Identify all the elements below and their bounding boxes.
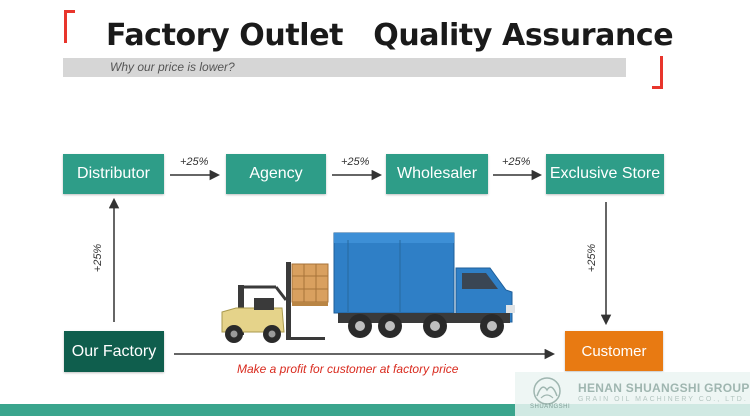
customer-box: Customer [565,331,663,371]
page-subtitle: Why our price is lower? [110,60,235,74]
page-title: Factory Outlet Quality Assurance [106,18,674,53]
logo-caption: SHUANGSHI [530,404,571,410]
tagline-text: Make a profit for customer at factory pr… [237,362,459,376]
company-subtitle: GRAIN OIL MACHINERY CO., LTD. [578,396,748,403]
subtitle-bar [63,58,626,77]
distributor-box: Distributor [63,154,164,194]
corner-bracket-top-left [64,10,75,43]
markup-label-1: +25% [180,156,209,168]
markup-label-3: +25% [502,156,531,168]
company-logo-icon [533,377,561,405]
wholesaler-box: Wholesaler [386,154,488,194]
markup-label-2: +25% [341,156,370,168]
forklift-illustration [221,262,329,343]
markup-label-5: +25% [586,243,599,273]
truck-illustration [333,232,515,338]
exclusive-store-box: Exclusive Store [546,154,664,194]
company-name: HENAN SHUANGSHI GROUP [578,381,750,395]
agency-box: Agency [226,154,326,194]
corner-bracket-bottom-right [652,56,663,89]
markup-label-4: +25% [92,243,105,273]
our-factory-box: Our Factory [64,331,164,372]
